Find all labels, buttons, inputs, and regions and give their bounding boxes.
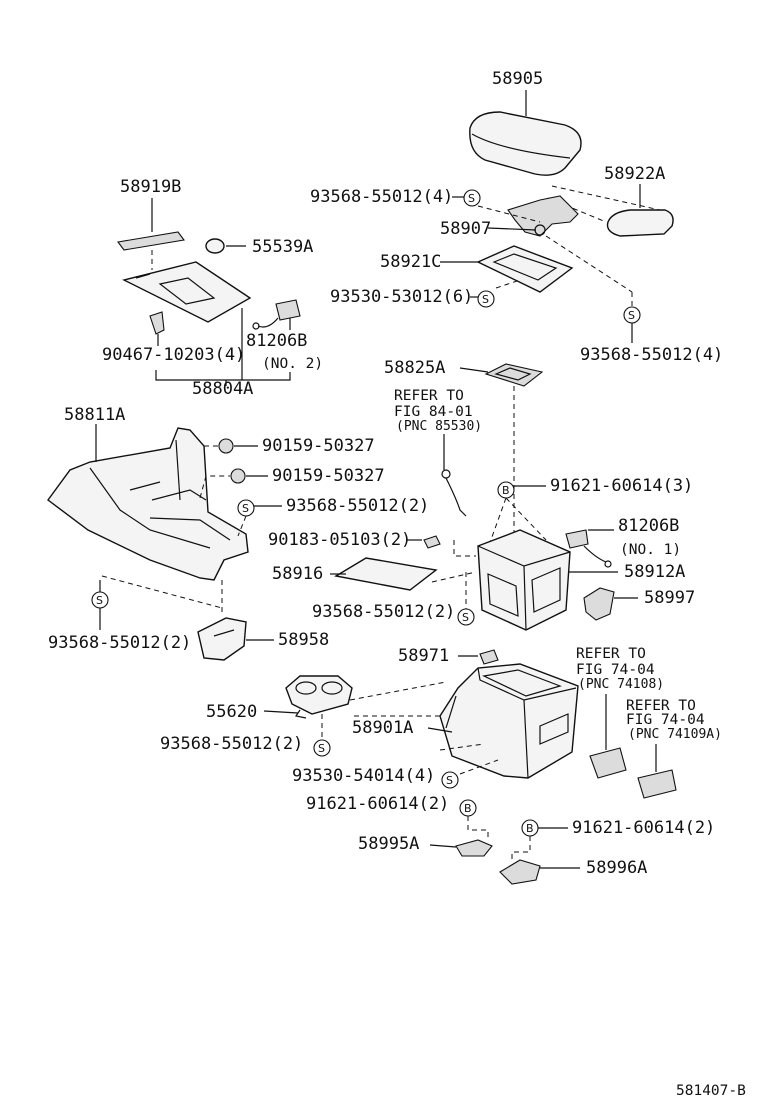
label-58916: 58916 [272, 564, 323, 584]
svg-text:S: S [318, 742, 325, 755]
ref1-line3: (PNC 85530) [396, 419, 482, 434]
base-plate-58921C [476, 245, 574, 293]
svg-text:S: S [462, 611, 469, 624]
screw-marker-s2 [477, 290, 495, 308]
label-90183: 90183-05103(2) [268, 530, 411, 550]
label-91621-2b: 91621-60614(2) [572, 818, 715, 838]
label-93568-top: 93568-55012(4) [310, 187, 453, 207]
pad-58825A [484, 363, 544, 387]
trim-74109A [637, 769, 677, 799]
label-90467: 90467-10203(4) [102, 345, 245, 365]
label-81206B-top-no: (NO. 2) [262, 356, 323, 372]
screw-90159-b [230, 468, 246, 484]
label-55539A: 55539A [252, 237, 313, 257]
svg-text:S: S [482, 293, 489, 306]
label-58958: 58958 [278, 630, 329, 650]
cap-55539A [205, 238, 225, 254]
label-58912A: 58912A [624, 562, 685, 582]
svg-text:S: S [96, 594, 103, 607]
label-81206B-mid: 81206B [618, 516, 679, 536]
ref1-line1: REFER TO [394, 388, 464, 404]
ref3-line1: REFER TO [626, 698, 696, 714]
panel-insert-58919B [117, 231, 185, 251]
label-93568-box: 93568-55012(2) [312, 602, 455, 622]
screw-90159-a [218, 438, 234, 454]
screw-marker-s8 [441, 771, 459, 789]
bracket-58997 [583, 587, 615, 621]
label-93530-53012: 93530-53012(6) [330, 287, 473, 307]
label-58921C: 58921C [380, 252, 441, 272]
label-58804A: 58804A [192, 379, 253, 399]
svg-text:B: B [502, 484, 510, 497]
ref3-line3: (PNC 74109A) [628, 727, 722, 742]
svg-text:S: S [446, 774, 453, 787]
screw-marker-s [463, 189, 481, 207]
label-91621-3: 91621-60614(3) [550, 476, 693, 496]
label-58919B: 58919B [120, 177, 181, 197]
armrest-lid-58905 [469, 111, 582, 176]
hinge-58907 [507, 195, 579, 237]
clip-90467 [149, 311, 165, 335]
console-box-58912A [477, 529, 571, 631]
label-90159-b: 90159-50327 [272, 466, 385, 486]
label-58995A: 58995A [358, 834, 419, 854]
trim-74108 [589, 747, 627, 779]
ref1-line2: FIG 84-01 [394, 404, 473, 420]
figure-code: 581407-B [676, 1083, 746, 1099]
label-58825A: 58825A [384, 358, 445, 378]
screw-marker-s7 [313, 739, 331, 757]
label-93568-left: 93568-55012(2) [48, 633, 191, 653]
label-81206B-mid-no: (NO. 1) [620, 542, 681, 558]
bracket-58996A [499, 859, 541, 885]
label-58811A: 58811A [64, 405, 125, 425]
svg-text:S: S [628, 309, 635, 322]
label-58996A: 58996A [586, 858, 647, 878]
ref2-line2: FIG 74-04 [576, 662, 655, 678]
svg-text:B: B [526, 822, 534, 835]
label-58997: 58997 [644, 588, 695, 608]
label-58922A: 58922A [604, 164, 665, 184]
label-55620: 55620 [206, 702, 257, 722]
console-panel-58811A [47, 427, 249, 581]
bracket-58958 [197, 617, 247, 661]
label-81206B-top: 81206B [246, 331, 307, 351]
rear-console-58901A [439, 663, 579, 779]
label-90159-a: 90159-50327 [262, 436, 375, 456]
label-58905: 58905 [492, 69, 543, 89]
ref3-line2: FIG 74-04 [626, 712, 705, 728]
socket-wire [441, 469, 467, 517]
ref2-line3: (PNC 74108) [578, 677, 664, 692]
label-93530-54014: 93530-54014(4) [292, 766, 435, 786]
label-93568-mid: 93568-55012(2) [286, 496, 429, 516]
switch-81206B-no2 [252, 299, 301, 330]
label-58971: 58971 [398, 646, 449, 666]
mat-58916 [334, 557, 438, 591]
svg-text:S: S [468, 192, 475, 205]
bolt-90183 [423, 535, 441, 549]
ref2-line1: REFER TO [576, 646, 646, 662]
label-58901A: 58901A [352, 718, 413, 738]
clip-58971 [479, 649, 499, 665]
label-93568-right: 93568-55012(4) [580, 345, 723, 365]
hinge-cover-58922A [606, 209, 674, 237]
label-58907: 58907 [440, 219, 491, 239]
svg-text:B: B [464, 802, 472, 815]
shift-panel-58804A [121, 261, 252, 323]
label-91621-2a: 91621-60614(2) [306, 794, 449, 814]
cup-holder-55620 [285, 675, 353, 719]
svg-text:S: S [242, 502, 249, 515]
bracket-58995A [455, 839, 493, 857]
switch-81206B-no1 [565, 529, 612, 568]
label-93568-cup: 93568-55012(2) [160, 734, 303, 754]
